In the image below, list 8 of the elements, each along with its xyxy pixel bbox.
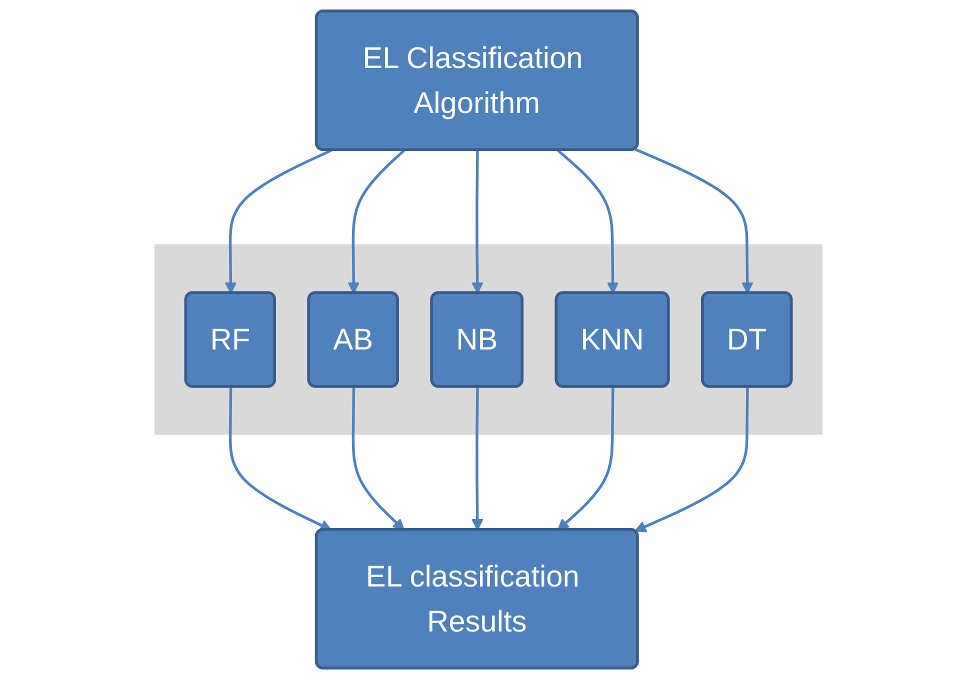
arrow xyxy=(471,150,484,294)
arrow xyxy=(556,149,619,294)
arrow xyxy=(224,149,332,294)
arrow xyxy=(348,149,406,294)
cluster xyxy=(154,244,823,435)
arrow xyxy=(634,148,754,294)
arrow xyxy=(228,387,332,531)
arrow xyxy=(634,387,749,532)
